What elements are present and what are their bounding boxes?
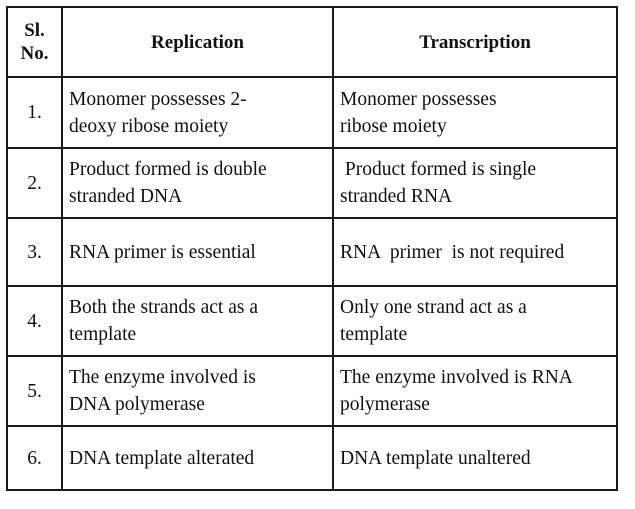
replication-cell: DNA template alterated [61,425,334,491]
table-row: 1. Monomer possesses 2- deoxy ribose moi… [6,76,618,149]
table-header-row: Sl. No. Replication Transcription [6,6,618,78]
row-number: 2. [6,147,63,219]
table-row: 2. Product formed is double stranded DNA… [6,147,618,219]
row-number: 4. [6,285,63,357]
replication-cell: Both the strands act as a template [61,285,334,357]
transcription-cell: The enzyme involved is RNA polymerase [332,355,618,427]
transcription-cell: RNA primer is not required [332,217,618,287]
row-number: 6. [6,425,63,491]
header-serial-number-text: Sl. No. [20,20,49,64]
row-number: 1. [6,76,63,149]
header-replication: Replication [61,6,334,78]
table-row: 4. Both the strands act as a template On… [6,285,618,357]
replication-cell: Monomer possesses 2- deoxy ribose moiety [61,76,334,149]
transcription-cell: Product formed is single stranded RNA [332,147,618,219]
transcription-cell: Only one strand act as a template [332,285,618,357]
replication-cell: Product formed is double stranded DNA [61,147,334,219]
comparison-table: Sl. No. Replication Transcription 1. Mon… [6,6,618,491]
transcription-cell: Monomer possesses ribose moiety [332,76,618,149]
table-row: 6. DNA template alterated DNA template u… [6,425,618,491]
row-number: 3. [6,217,63,287]
row-number: 5. [6,355,63,427]
transcription-cell: DNA template unaltered [332,425,618,491]
replication-cell: The enzyme involved is DNA polymerase [61,355,334,427]
replication-cell: RNA primer is essential [61,217,334,287]
header-serial-number: Sl. No. [6,6,63,78]
table-row: 5. The enzyme involved is DNA polymerase… [6,355,618,427]
header-transcription: Transcription [332,6,618,78]
table-row: 3. RNA primer is essential RNA primer is… [6,217,618,287]
